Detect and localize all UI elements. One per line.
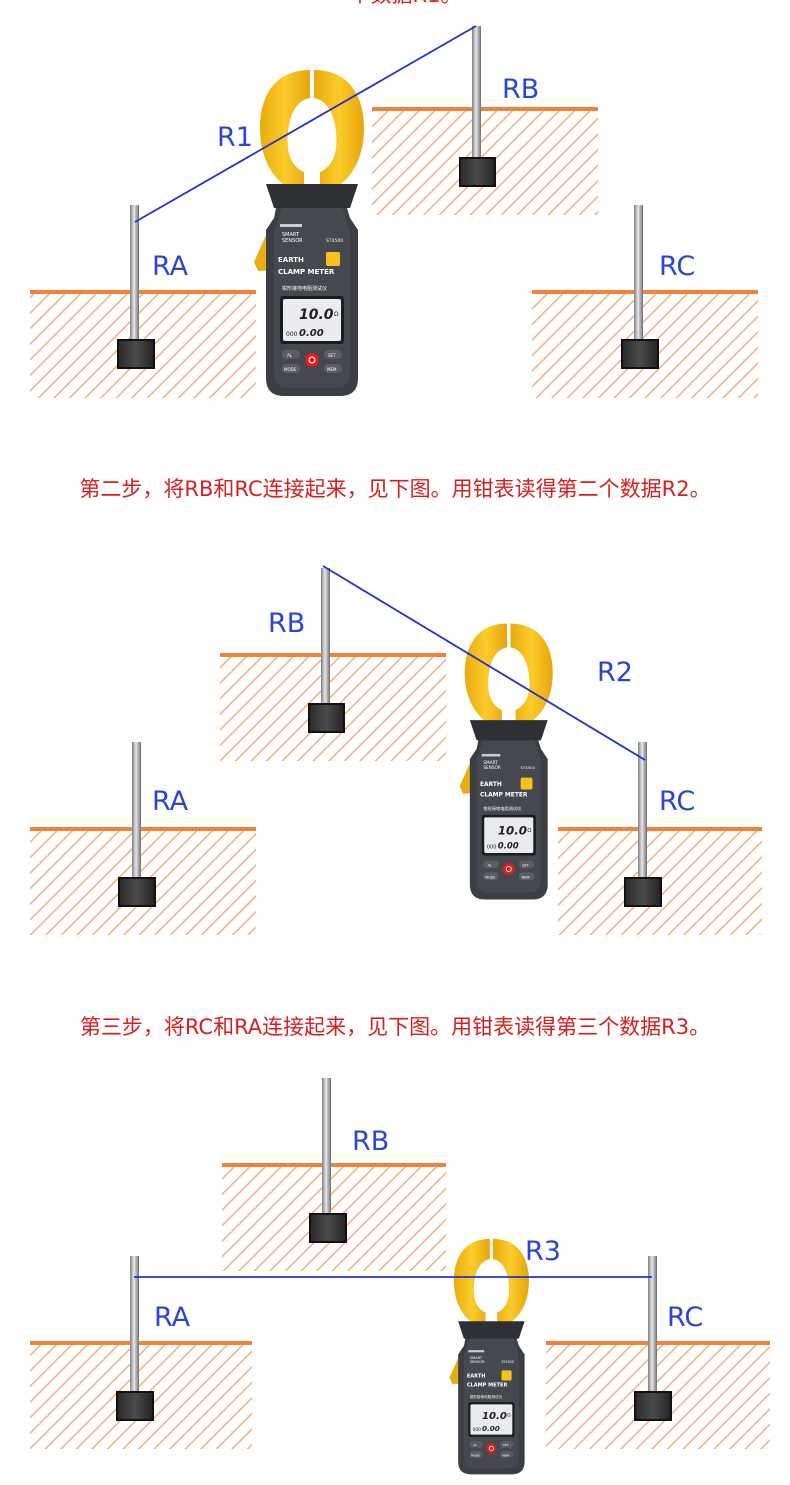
- electrode-ra: [117, 205, 155, 369]
- electrode-rc: [621, 205, 659, 369]
- clamp-meter: [449, 1238, 530, 1475]
- label-rc: RC: [659, 786, 695, 817]
- electrode-rb: [309, 1078, 347, 1243]
- wire-rb-rc: [322, 565, 646, 761]
- electrode-rc: [634, 1256, 672, 1421]
- ground-ra: [30, 827, 256, 935]
- electrode-ra: [118, 742, 156, 907]
- electrode-ra: [116, 1256, 154, 1421]
- label-ra: RA: [154, 1302, 191, 1333]
- electrode-rb: [308, 568, 345, 733]
- electrode-rb: [459, 26, 496, 187]
- label-r1: R1: [217, 122, 253, 153]
- label-r3: R3: [525, 1236, 561, 1267]
- step2-caption: 第二步，将RB和RC连接起来，见下图。用钳表读得第二个数据R2。: [79, 477, 711, 501]
- clamp-meter: [459, 623, 554, 900]
- label-ra: RA: [152, 786, 189, 817]
- label-r2: R2: [597, 657, 633, 688]
- label-rc: RC: [667, 1302, 703, 1333]
- wire-ra-rb: [134, 25, 477, 223]
- label-rb: RB: [268, 608, 305, 639]
- clamp-meter: [253, 69, 365, 397]
- step2-diagram: RB RA RC R2: [30, 565, 762, 935]
- label-ra: RA: [152, 251, 189, 282]
- step3-diagram: RB RA RC R3: [30, 1078, 770, 1475]
- label-rb: RB: [352, 1126, 389, 1157]
- electrode-rc: [624, 742, 662, 907]
- step1-diagram: RA RB RC R1: [30, 25, 758, 398]
- label-rb: RB: [502, 74, 539, 105]
- label-rc: RC: [659, 251, 695, 282]
- step1-caption-partial: 一个数据R1。: [0, 0, 790, 10]
- step3-caption: 第三步，将RC和RA连接起来，见下图。用钳表读得第三个数据R3。: [79, 1015, 711, 1039]
